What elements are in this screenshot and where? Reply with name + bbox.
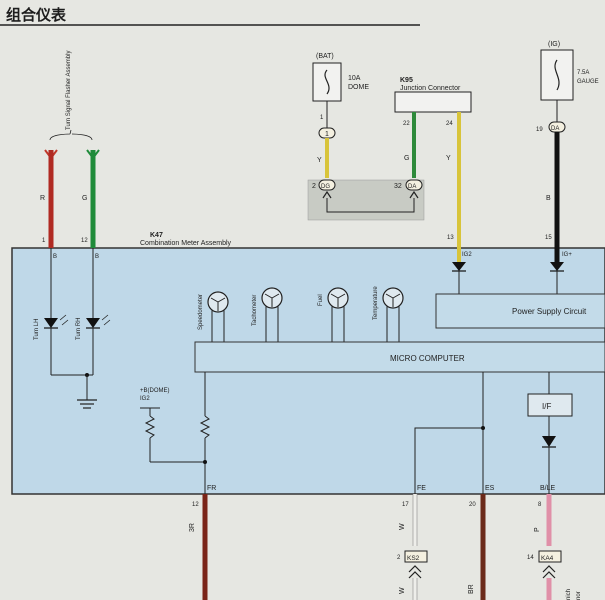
terminal-label: B [53,254,57,260]
connector-da [405,179,423,191]
pin-label: 12 [192,502,199,508]
terminal-label: IG+ [562,252,572,258]
pin-label: 1 [320,115,324,121]
pin-label: 19 [536,127,543,133]
pin-label: 32 [394,183,402,190]
resistor-icon [199,415,211,439]
temperature-gauge: Temperature [373,286,404,342]
wire-color-label: 3R [189,523,196,532]
terminal-label: IG2 [462,252,472,258]
dome-fuse-name: DOME [348,84,369,91]
wire-color-label: Y [446,155,451,162]
pin-label: 17 [402,502,409,508]
pin-label: 22 [403,121,410,127]
fr-terminal-label: FR [207,485,216,492]
junction-id: K95 [400,77,413,84]
pin-label: 8 [538,502,542,508]
connector-label: KA4 [541,555,554,562]
connector-label: DA [551,126,559,132]
pin-label: 20 [469,502,476,508]
wire-color-label: W [399,523,406,530]
interface-block [527,393,573,417]
wire-color-label: R [40,195,45,202]
ig2-terminal-label: IG2 [140,396,150,402]
pin-label: 2 [312,183,316,190]
power-supply-circuit [435,293,605,329]
fuse-icon [324,69,330,95]
micro-computer-label: MICRO COMPUTER [390,354,465,363]
meter-id: K47 [150,232,163,239]
micro-computer-block [194,341,605,373]
meter-name: Combination Meter Assembly [140,240,232,247]
diode-icon [452,262,466,271]
page-title: 组合仪表 [6,6,67,24]
fe-terminal-label: FE [417,485,426,492]
speedometer-gauge: Speedometer [198,291,229,342]
wire-color-label: B [546,195,551,202]
pin-label: 15 [545,235,552,241]
gauge-label: Speedometer [198,294,204,330]
dome-fuse-amp: 10A [348,75,361,82]
es-terminal-label: ES [485,485,495,492]
tachometer-gauge: Tachometer [252,287,283,342]
diode-icon [550,262,564,271]
turn-assembly-label: Turn Signal Flasher Assembly [66,51,72,130]
edge-text: nor [576,591,582,600]
connector-ka4 [538,550,562,563]
bat-supply-label: (BAT) [316,53,334,60]
gauge-fuse-name: GAUGE [577,79,599,85]
ig-supply-label: (IG) [548,41,560,48]
gauge-label: Temperature [373,286,379,320]
pin-label: 24 [446,121,453,127]
junction-name: Junction Connector [400,85,461,92]
pin-label: 12 [81,238,88,244]
wire-color-label: P [534,527,541,532]
ble-terminal-label: B/LE [540,485,556,492]
led-icon [86,318,100,328]
wire-color-label: W [399,587,406,594]
turn-lh-label: Turn LH [34,319,40,340]
wire-color-label: G [404,155,409,162]
pin-label: 1 [42,238,46,244]
power-supply-label: Power Supply Circuit [512,307,587,316]
turn-rh-label: Turn RH [76,318,82,340]
edge-text: nich [566,589,572,600]
wire-color-label: G [82,195,87,202]
led-icon [44,318,58,328]
diode-icon [542,436,556,447]
gauge-label: Tachometer [252,295,258,326]
pin-label: 13 [447,235,454,241]
fuse-icon [554,59,560,91]
dome-terminal-label: +B(DOME) [140,388,170,394]
junction-connector-box [394,91,472,113]
pin-label: 2 [397,555,401,561]
wire-color-label: BR [468,584,475,594]
fuel-gauge: Fuel [318,287,349,342]
connector-label: KS2 [407,555,420,562]
connector-label: DG [321,184,330,190]
terminal-label: B [95,254,99,260]
gauge-fuse-amp: 7.5A [577,70,589,76]
interface-label: I/F [542,402,551,411]
gauge-label: Fuel [318,294,324,306]
resistor-icon [144,415,156,439]
pin-label: 14 [527,555,534,561]
connector-label: DA [408,184,416,190]
wire-color-label: Y [317,157,322,164]
connector-dg [318,179,336,191]
connector-ks2 [404,550,428,563]
connector-label: 1 [325,131,329,138]
